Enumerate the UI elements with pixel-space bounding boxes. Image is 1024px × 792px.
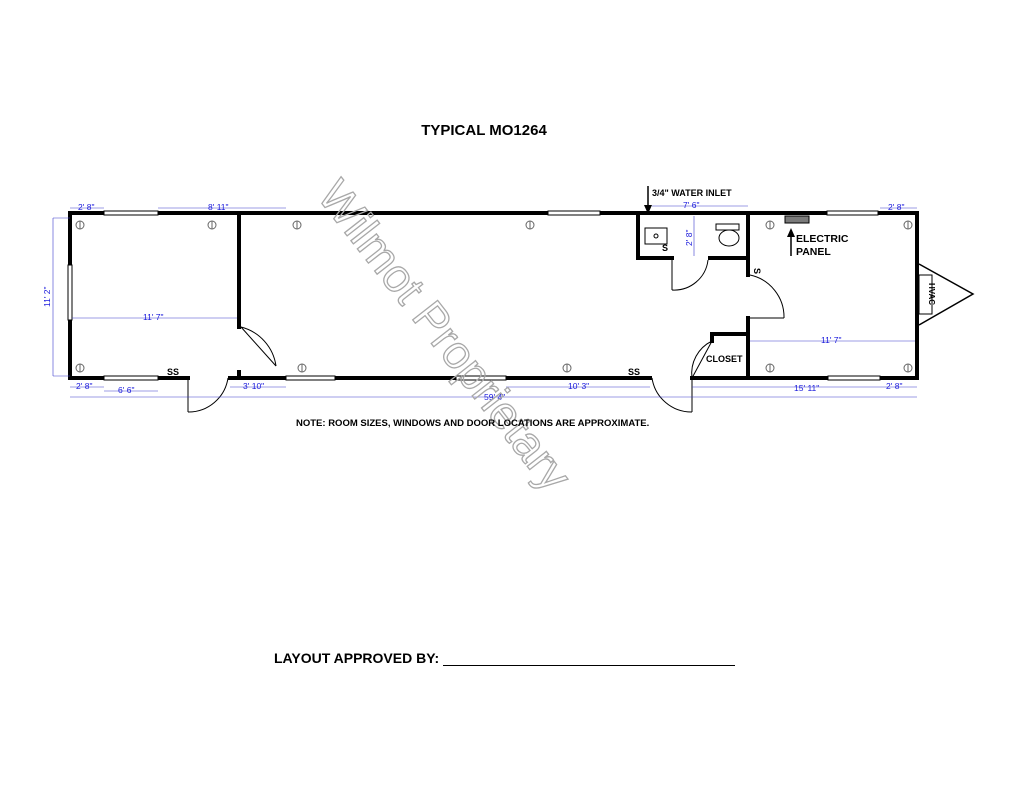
shower-label: S — [752, 268, 762, 274]
doors — [187, 258, 785, 413]
windows — [67, 210, 881, 381]
electric-panel-arrow — [787, 228, 795, 256]
dim-bottom-door-gap: 3' 10" — [243, 381, 264, 391]
dim-bottom-left-window: 6' 6" — [118, 385, 134, 395]
page-title-text: TYPICAL MO1264 — [421, 122, 547, 139]
water-inlet-label: 3/4" WATER INLET — [652, 188, 732, 198]
dim-overall-length: 59' 4" — [484, 392, 505, 402]
dim-bottom-middle: 10' 3" — [568, 381, 589, 391]
dim-bottom-left-corner: 2' 8" — [76, 381, 92, 391]
exterior-walls — [68, 211, 919, 380]
dimension-labels: 2' 8" 8' 11" 7' 6" 2' 8" 11' 2" 11' 7" 2… — [42, 200, 904, 402]
water-inlet-arrow — [644, 186, 652, 214]
fixtures — [644, 215, 810, 247]
dim-top-right-corner: 2' 8" — [888, 202, 904, 212]
watermark: Wilmot Proprietary — [308, 170, 582, 500]
approval-signature-line[interactable] — [443, 652, 736, 666]
toilet-tank-icon — [715, 223, 740, 231]
toilet-bowl-icon — [718, 229, 740, 247]
dimension-lines — [52, 205, 917, 398]
dim-bottom-right: 15' 11" — [794, 383, 819, 393]
dim-bathroom-depth: 2' 8" — [684, 230, 694, 246]
hvac-unit: HVAC — [918, 263, 975, 326]
approximation-note: NOTE: ROOM SIZES, WINDOWS AND DOOR LOCAT… — [296, 418, 650, 429]
light-fixtures — [75, 220, 913, 373]
approval-label: LAYOUT APPROVED BY: — [274, 650, 440, 666]
dim-bottom-right-corner: 2' 8" — [886, 381, 902, 391]
dim-top-left-wall: 8' 11" — [208, 202, 229, 212]
page-title: TYPICAL MO1264 — [0, 122, 1024, 139]
dim-left-height: 11' 2" — [42, 286, 52, 307]
ss-label-left: SS — [167, 367, 179, 377]
closet-label: CLOSET — [706, 354, 743, 364]
interior-walls — [237, 211, 750, 380]
hvac-label: HVAC — [927, 283, 936, 305]
ss-label-right: SS — [628, 367, 640, 377]
electric-panel-label-1: ELECTRIC — [796, 233, 849, 245]
dim-bathroom-width: 7' 6" — [683, 200, 699, 210]
sink-label: S — [662, 243, 668, 253]
dim-right-room-width: 11' 7" — [821, 335, 842, 345]
approval-section: LAYOUT APPROVED BY: — [274, 650, 736, 666]
dim-top-left-corner: 2' 8" — [78, 202, 94, 212]
electric-panel-label-2: PANEL — [796, 246, 831, 258]
dim-left-room-width: 11' 7" — [143, 312, 164, 322]
electric-panel-icon — [784, 215, 810, 224]
